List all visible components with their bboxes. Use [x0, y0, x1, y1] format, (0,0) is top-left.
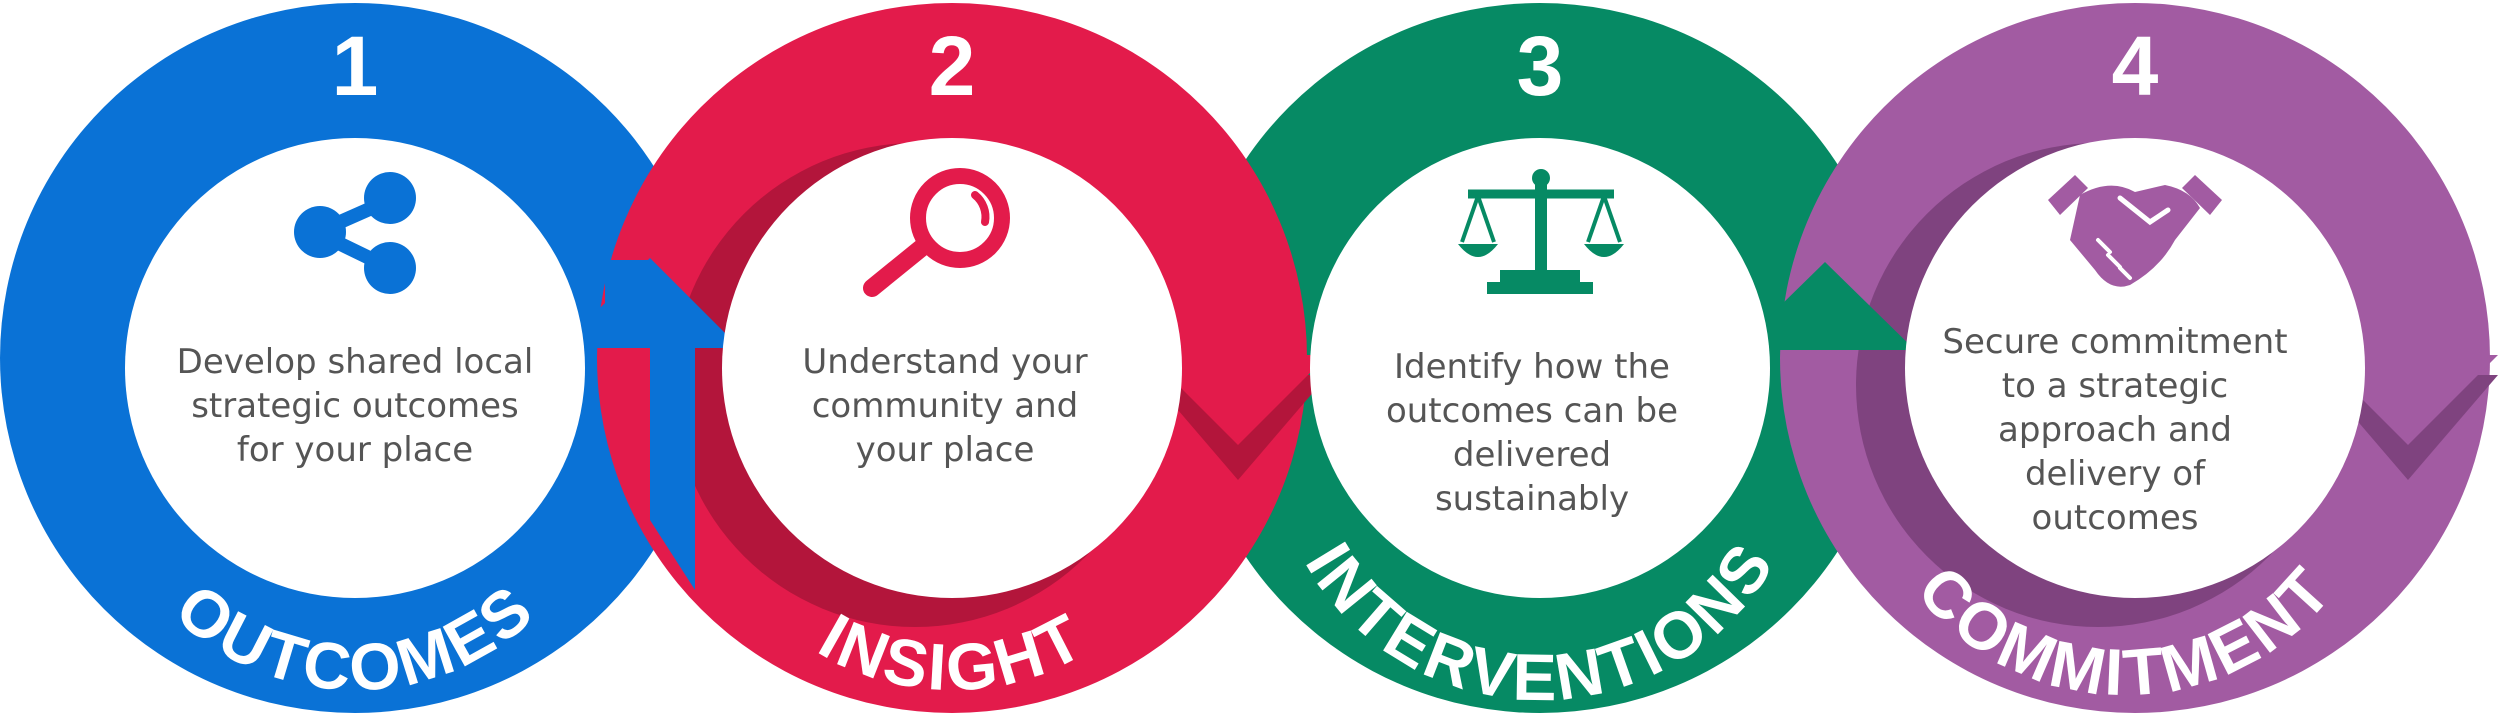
- step-4-description-line: delivery of: [2024, 454, 2206, 494]
- arrow-down-2-to-3: [1148, 355, 1328, 445]
- step-2-number: 2: [929, 19, 976, 113]
- step-2-description-line: Understand your: [802, 342, 1088, 382]
- step-3-description-line: outcomes can be: [1385, 391, 1679, 431]
- step-1-description-line: Develop shared local: [176, 342, 534, 382]
- step-4-description-line: approach and: [1998, 410, 2232, 450]
- step-3-description-line: delivered: [1452, 435, 1612, 475]
- connector-arrows: [560, 258, 2498, 590]
- step-3-description-line: Identify how the: [1394, 347, 1670, 387]
- step-4-number: 4: [2112, 19, 2159, 113]
- step-1-description-line: strategic outcomes: [191, 386, 519, 426]
- step-2-description-line: your place: [855, 430, 1035, 470]
- step-3-description-line: sustainably: [1434, 479, 1630, 519]
- step-3-number: 3: [1517, 19, 1564, 113]
- inner-disc-layer: [125, 138, 2365, 598]
- step-2-description-line: community and: [811, 386, 1079, 426]
- step-1-number: 1: [332, 19, 379, 113]
- share-icon: [294, 172, 416, 294]
- step-3-disc: [1310, 138, 1770, 598]
- step-1-description-line: for your place: [236, 430, 474, 470]
- magnifier-icon: [863, 168, 1010, 297]
- step-2-description: Understand your community and your place: [755, 340, 1135, 472]
- arrow-up-3-to-4: [1735, 262, 1915, 350]
- step-2-disc: [722, 138, 1182, 598]
- step-4-description-line: Secure commitment: [1942, 322, 2288, 362]
- step-numbers: 1 2 3 4: [332, 19, 2159, 113]
- handshake-icon: [2048, 175, 2222, 287]
- step-4-disc: [1905, 138, 2365, 598]
- scales-icon: [1458, 169, 1624, 294]
- step-4-description: Secure commitment to a strategic approac…: [1925, 320, 2305, 540]
- arrow-up-1-to-2-head: [560, 258, 740, 348]
- step-3-description: Identify how the outcomes can be deliver…: [1342, 345, 1722, 521]
- step-4-description-line: to a strategic: [2001, 366, 2229, 406]
- step-4-description-line: outcomes: [2031, 498, 2199, 538]
- step-1-disc: [125, 138, 585, 598]
- step-1-description: Develop shared local strategic outcomes …: [165, 340, 545, 472]
